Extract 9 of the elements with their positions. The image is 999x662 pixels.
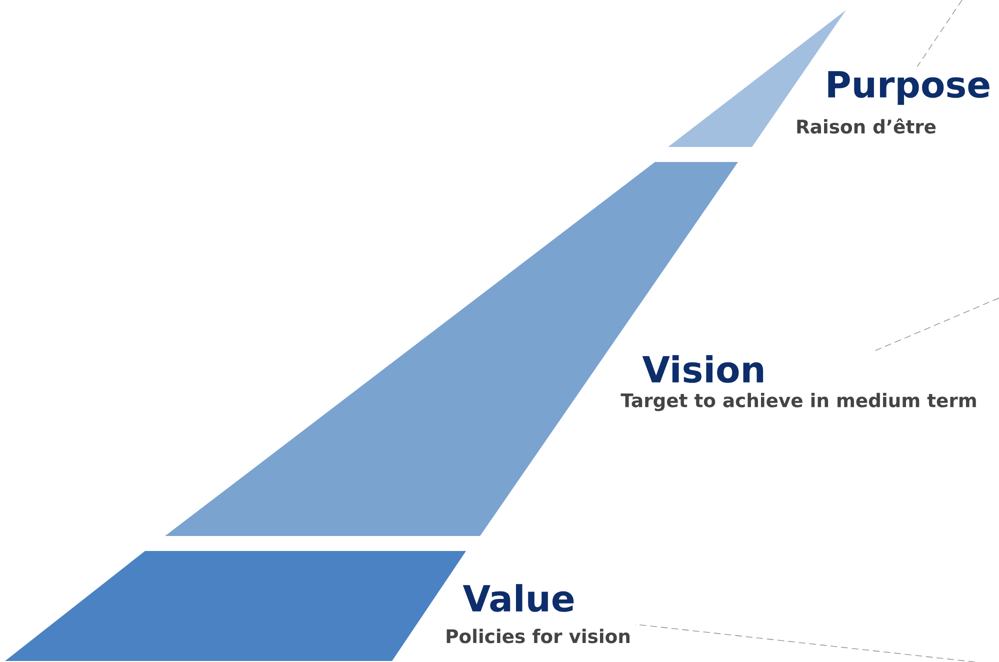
heading: Vision <box>642 355 764 383</box>
subtitle: Target to achieve in medium term <box>620 392 976 412</box>
leader-line <box>916 0 962 67</box>
subtitle: Raison d’être <box>797 118 936 134</box>
leader-line <box>635 624 976 662</box>
subtitle: Policies for vision <box>446 628 630 644</box>
heading: Value <box>462 584 574 612</box>
leader-line <box>875 298 999 351</box>
heading: Purpose <box>828 71 990 105</box>
